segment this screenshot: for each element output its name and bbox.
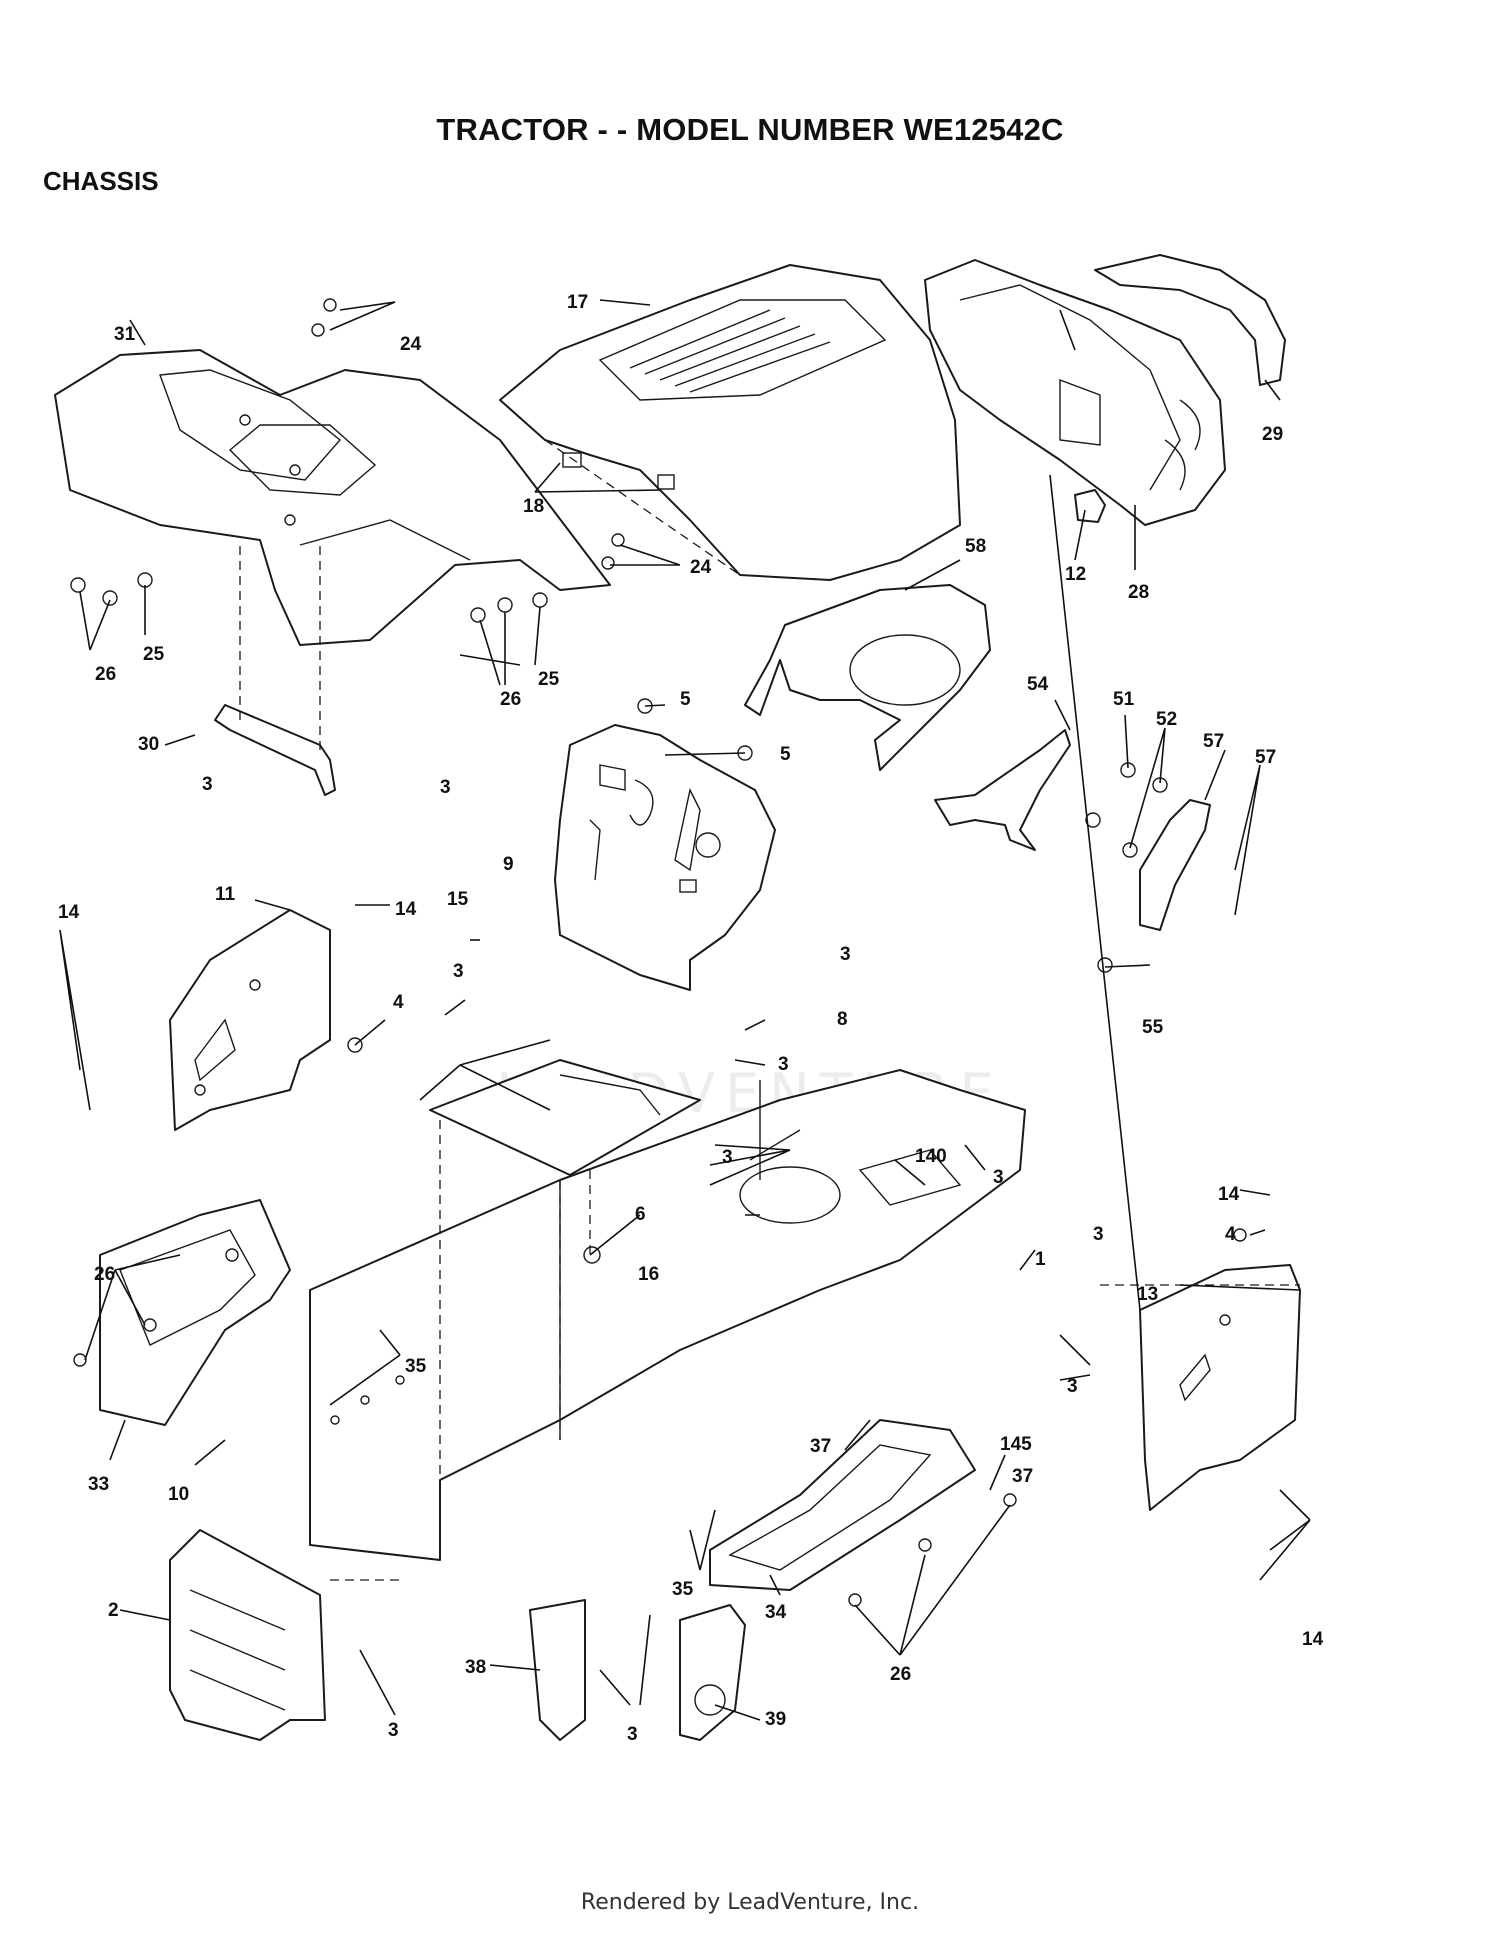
callout-24a: 24	[400, 334, 422, 355]
part-main-frame	[309, 1069, 1026, 1561]
callout-53: 54	[1027, 674, 1049, 695]
part-hitch-bracket-left	[529, 1599, 586, 1741]
callout-2: 2	[108, 1600, 119, 1621]
callout-4a: 4	[393, 992, 404, 1013]
callout-39: 39	[765, 1709, 786, 1730]
part-plate	[429, 1059, 701, 1176]
callout-18: 18	[523, 496, 544, 517]
part-lever-bracket	[1139, 799, 1211, 931]
callout-10: 10	[168, 1484, 189, 1505]
callout-28: 28	[1128, 582, 1149, 603]
callout-58: 58	[965, 536, 986, 557]
part-right-side-panel	[1139, 1264, 1301, 1511]
callout-37b: 37	[1012, 1466, 1033, 1487]
callout-14b: 14	[395, 899, 417, 920]
assembly-guide-lines	[239, 540, 1300, 1581]
callout-26b: 26	[500, 689, 521, 710]
callout-3k: 3	[627, 1724, 638, 1745]
callout-26d: 26	[890, 1664, 911, 1685]
part-clip	[1074, 489, 1106, 523]
footer-credit: Rendered by LeadVenture, Inc.	[580, 1890, 920, 1915]
callout-12: 12	[1065, 564, 1086, 585]
callout-140: 140	[915, 1146, 947, 1167]
callout-8: 8	[837, 1009, 848, 1030]
callout-35a: 35	[405, 1356, 427, 1377]
part-hitch-bracket-right	[679, 1604, 746, 1741]
callout-labels: 31 24 17 18 24 25 26 25 26 29 12 28 58 3…	[58, 292, 1324, 1745]
callout-13: 13	[1137, 1284, 1158, 1305]
callout-37a: 37	[810, 1436, 831, 1457]
callout-55: 57	[1203, 731, 1224, 752]
callout-51: 51	[1113, 689, 1135, 710]
callout-17: 17	[567, 292, 588, 313]
callout-26a: 26	[95, 664, 116, 685]
callout-35b: 35	[672, 1579, 694, 1600]
part-right-footrest	[709, 1419, 976, 1591]
callout-57: 57	[1255, 747, 1276, 768]
part-dash-shield	[744, 584, 991, 771]
callout-29: 29	[1262, 424, 1283, 445]
part-hood	[499, 264, 961, 581]
callout-3g: 3	[993, 1167, 1004, 1188]
callout-5a: 5	[680, 689, 691, 710]
callout-3d: 3	[453, 961, 464, 982]
callout-54: 55	[1142, 1017, 1164, 1038]
callout-9: 9	[503, 854, 514, 875]
callout-34: 34	[765, 1602, 787, 1623]
callout-3h: 3	[1093, 1224, 1104, 1245]
callout-14a: 14	[58, 902, 80, 923]
callout-52: 52	[1156, 709, 1177, 730]
callout-11: 11	[215, 884, 236, 905]
callout-3a: 3	[202, 774, 213, 795]
callout-3b: 3	[440, 777, 451, 798]
part-left-side-panel	[169, 909, 331, 1131]
callout-14d: 14	[1302, 1629, 1324, 1650]
part-dash-panel	[554, 724, 776, 991]
part-bracket	[214, 704, 336, 796]
callout-25a: 25	[143, 644, 165, 665]
callout-25b: 25	[538, 669, 560, 690]
callout-3e: 3	[778, 1054, 789, 1075]
part-front-bracket	[169, 1529, 326, 1741]
callout-1: 1	[1035, 1249, 1046, 1270]
callout-4b: 4	[1225, 1224, 1236, 1245]
callout-24b: 24	[690, 557, 712, 578]
callout-leaders	[59, 299, 1311, 1721]
callout-6: 6	[635, 1204, 646, 1225]
callout-14c: 14	[1218, 1184, 1240, 1205]
page-title: TRACTOR - - MODEL NUMBER WE12542C	[436, 112, 1064, 147]
callout-5b: 5	[780, 744, 791, 765]
callout-3j: 3	[388, 1720, 399, 1741]
callout-30: 31	[114, 324, 136, 345]
part-left-footrest	[99, 1199, 291, 1426]
callout-3c: 3	[840, 944, 851, 965]
part-pedal-bracket	[934, 729, 1071, 851]
callout-15: 15	[447, 889, 469, 910]
callout-3f: 3	[722, 1147, 733, 1168]
callout-31: 30	[138, 734, 159, 755]
callout-16: 16	[638, 1264, 659, 1285]
callout-26c: 26	[94, 1264, 115, 1285]
callout-33: 33	[88, 1474, 109, 1495]
part-rear-fender	[54, 349, 611, 646]
part-front-grille	[924, 259, 1226, 526]
callout-145: 145	[1000, 1434, 1032, 1455]
section-heading: CHASSIS	[43, 166, 159, 196]
callout-38: 38	[465, 1657, 486, 1678]
callout-3i: 3	[1067, 1376, 1078, 1397]
part-headlight-lens	[1094, 254, 1286, 386]
